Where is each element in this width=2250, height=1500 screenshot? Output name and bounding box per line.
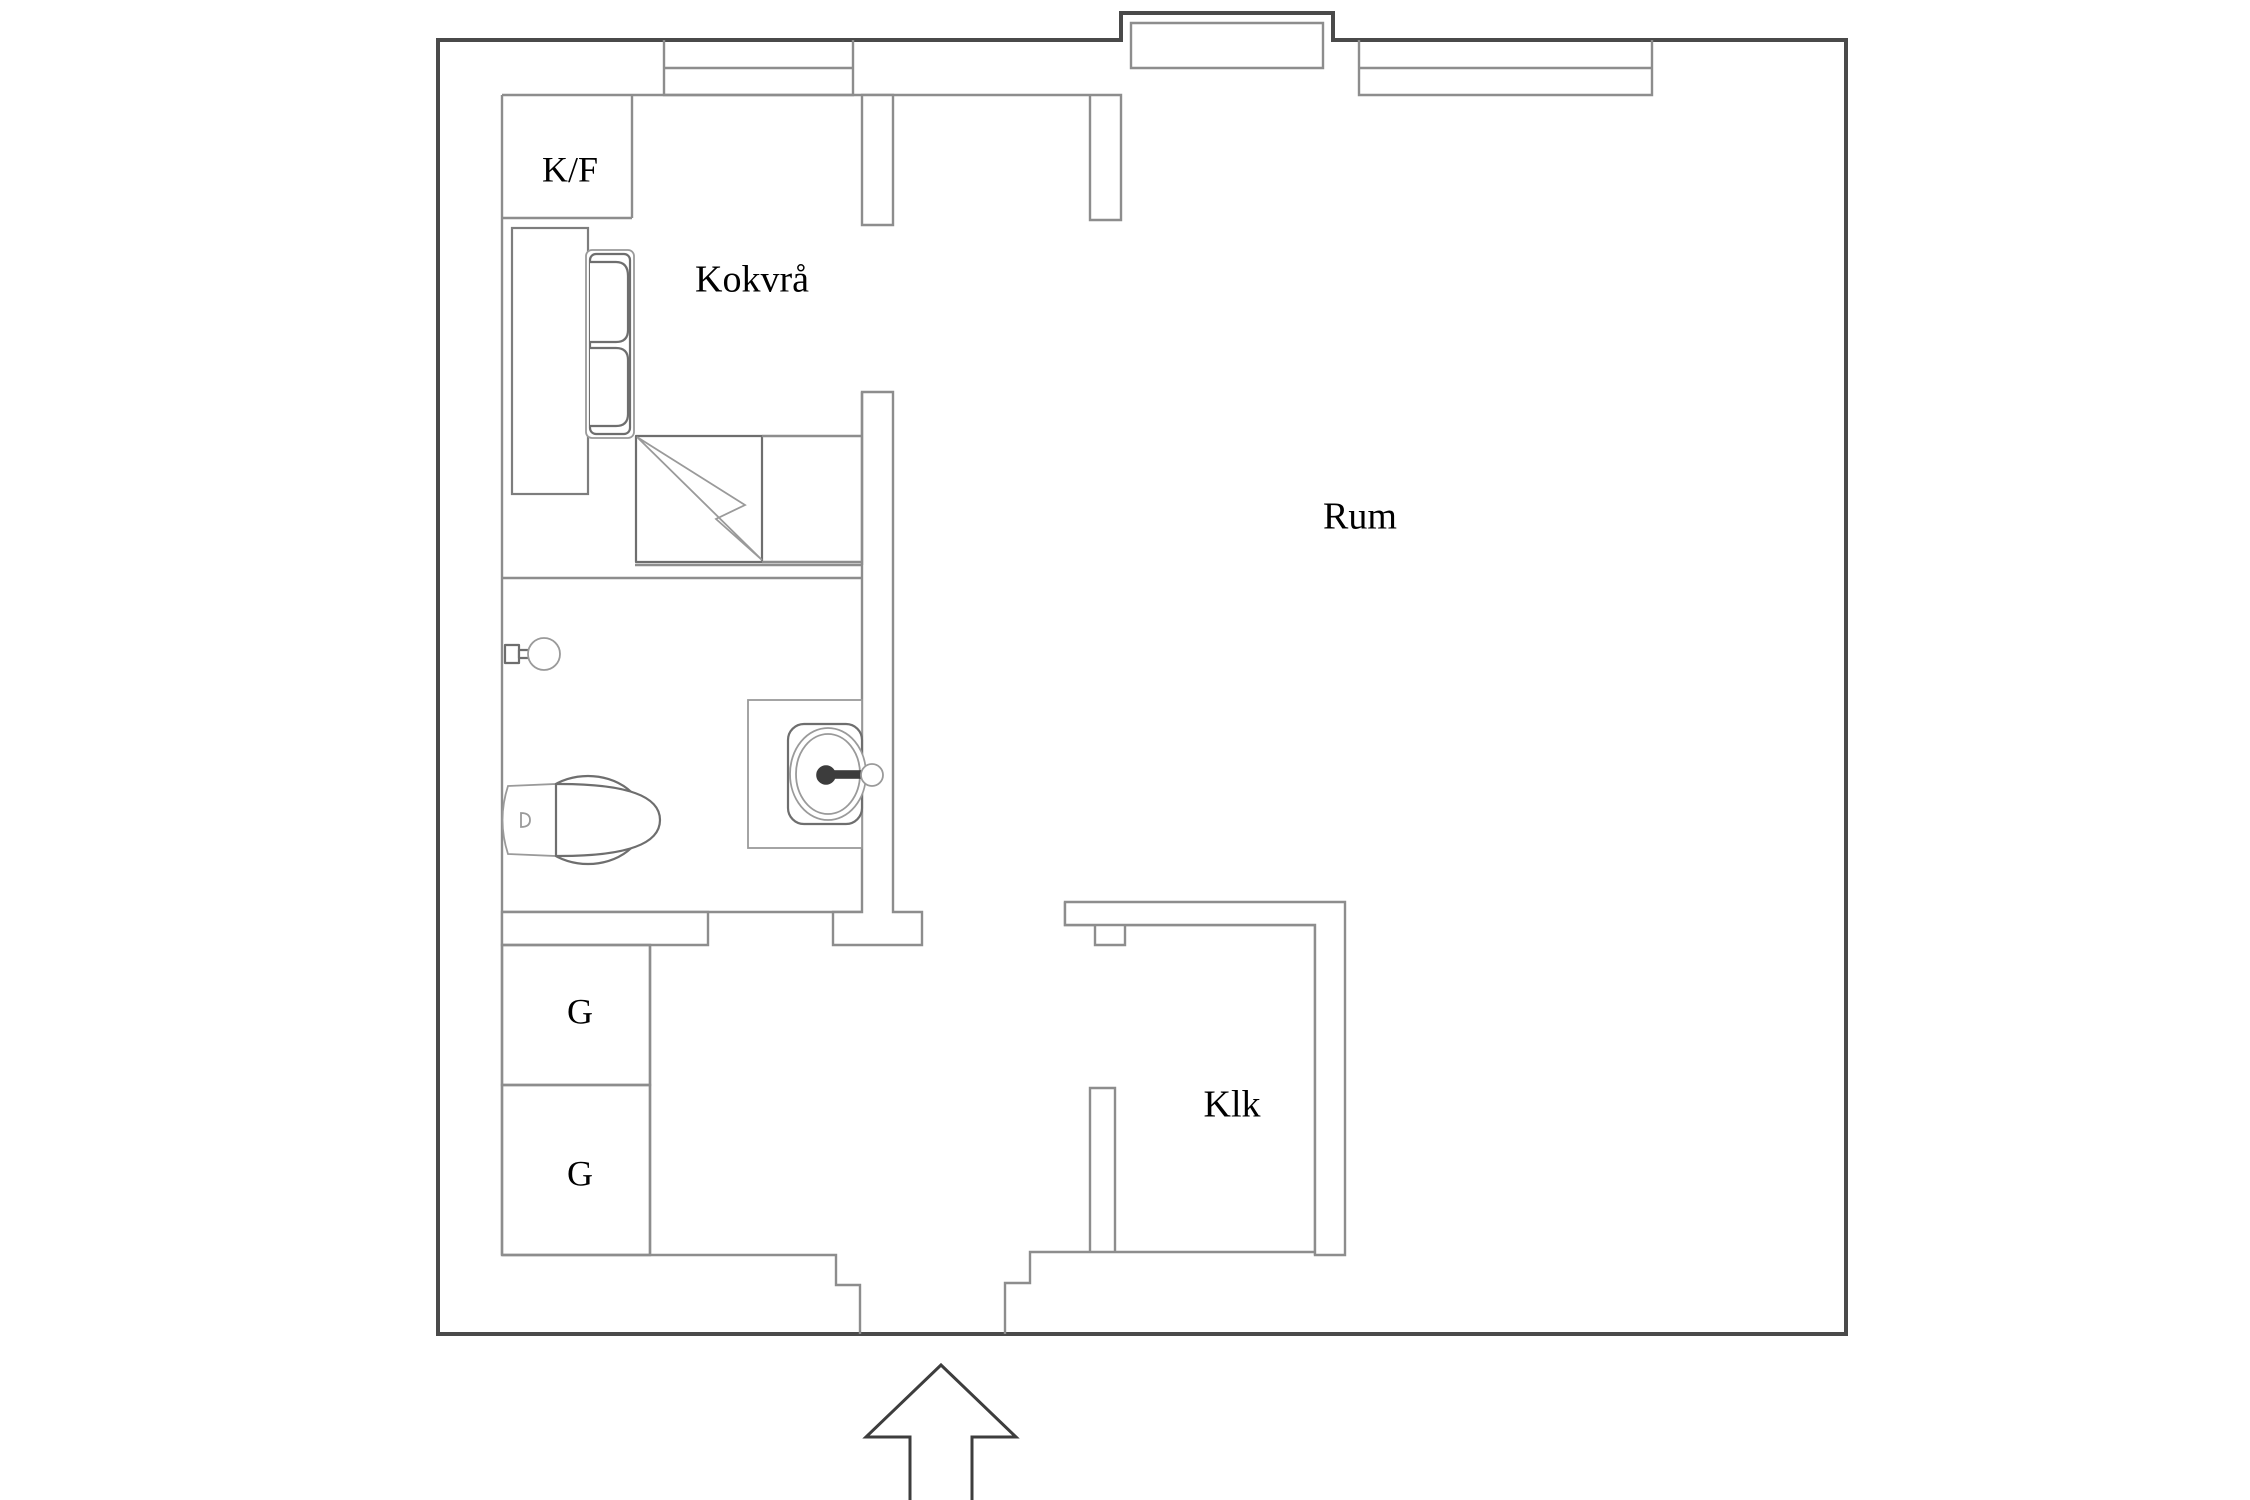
room-labels: K/F Kokvrå Rum Klk G G <box>542 149 1397 1193</box>
klk-north-wall <box>1063 902 1317 1255</box>
outer-walls <box>436 11 1848 1336</box>
room-label-rum: Rum <box>1323 496 1397 538</box>
sink-basin-lower <box>590 346 630 428</box>
hall-south-wall-left <box>502 1253 862 1334</box>
shower-head <box>503 637 561 671</box>
kokvra-east-wall-upper <box>860 93 895 227</box>
kitchen-counter <box>510 226 590 496</box>
kitchen-north-partition <box>502 93 1123 222</box>
toilet-seat <box>554 782 662 858</box>
sink-basin-upper <box>590 260 630 344</box>
toilet <box>501 774 662 866</box>
entrance-direction-arrow <box>862 1362 1020 1500</box>
klk-east-wall <box>1063 900 1347 1257</box>
interior-walls <box>500 93 1347 1334</box>
stove-zigzag-symbol <box>636 436 763 561</box>
toilet-flush-button <box>520 812 531 828</box>
room-label-wardrobe-upper: G <box>567 991 593 1031</box>
central-partition-wall <box>831 390 924 947</box>
klk-west-wall <box>1088 1086 1117 1252</box>
room-label-kokvra: Kokvrå <box>695 259 809 301</box>
room-label-klk: Klk <box>1204 1084 1261 1126</box>
room-label-wardrobe-lower: G <box>567 1153 593 1193</box>
balcony-recess <box>1129 21 1325 70</box>
washbasin <box>747 699 884 849</box>
room-label-kf: K/F <box>542 149 598 189</box>
north-openings <box>662 21 1654 97</box>
bathroom-fixtures <box>501 637 884 866</box>
kitchen-fixtures <box>510 226 862 564</box>
entrance-jamb-right <box>1003 1250 1115 1334</box>
hall-shelf-band <box>500 910 710 947</box>
entrance-arrow <box>862 1362 1020 1500</box>
building-outline <box>436 11 1848 1336</box>
